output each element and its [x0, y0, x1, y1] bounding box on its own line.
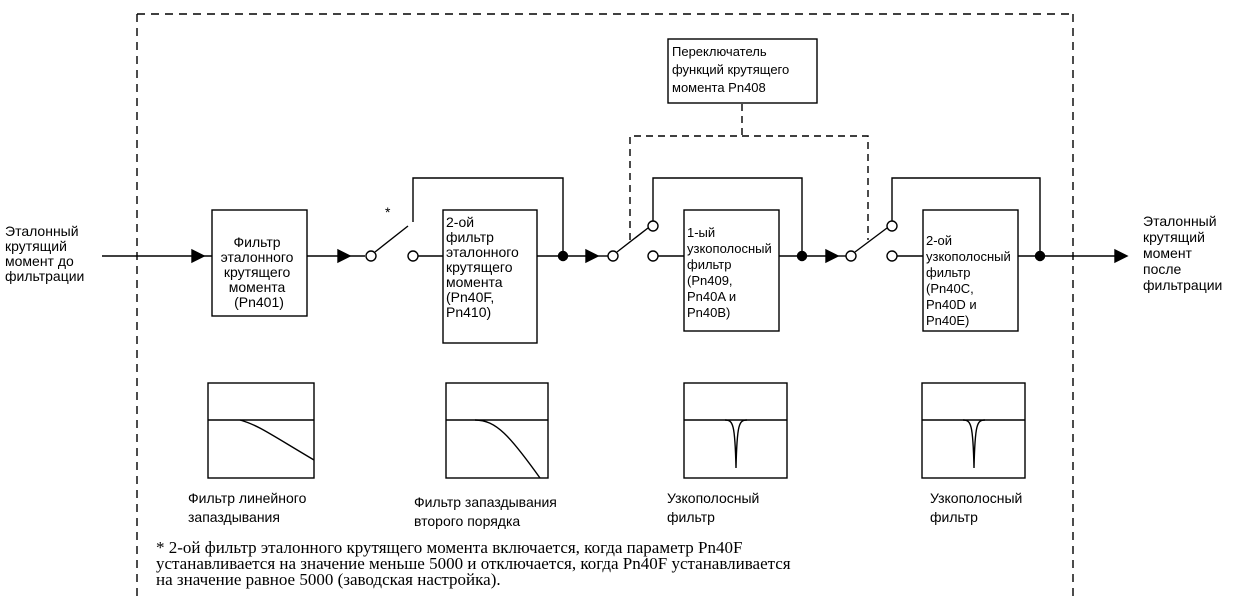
- caption-notch1: Узкополосный фильтр: [667, 490, 763, 525]
- torque-switch-function-box: [667, 38, 818, 104]
- first-order-filter-block: [211, 209, 308, 317]
- second-torque-filter-block: [442, 209, 538, 344]
- output-label: Эталонный крутящий момент после фильтрац…: [1143, 213, 1222, 293]
- response-graph-notch2: [921, 382, 1026, 479]
- footnote: * 2-ой фильтр эталонного крутящего момен…: [156, 538, 795, 589]
- notch-filter-2-label: 2-ой узкополосный фильтр (Pn40C, Pn40D и…: [926, 233, 1014, 328]
- first-order-filter-label: Фильтр эталонного крутящего момента (Pn4…: [221, 234, 298, 310]
- caption-notch2: Узкополосный фильтр: [930, 490, 1026, 525]
- control-dashed-lines: [629, 104, 869, 240]
- response-graph-notch1: [683, 382, 788, 479]
- caption-lag2: Фильтр запаздывания второго порядка: [414, 494, 561, 529]
- bypass-switch-1: [365, 177, 587, 262]
- notch-filter-1-block: [683, 209, 780, 332]
- asterisk-mark: *: [385, 204, 391, 220]
- caption-lag1: Фильтр линейного запаздывания: [188, 490, 310, 525]
- response-graph-lag1: [207, 382, 315, 479]
- notch-filter-1-label: 1-ый узкополосный фильтр (Pn409, Pn40A и…: [687, 225, 775, 320]
- response-graph-lag2: [445, 382, 549, 479]
- bypass-switch-3: [825, 177, 1129, 264]
- dashed-enclosure: [136, 13, 1074, 598]
- torque-switch-function-label: Переключатель функций крутящего момента …: [672, 44, 793, 95]
- notch-filter-2-block: [922, 209, 1019, 332]
- bypass-switch-2: [585, 177, 826, 264]
- signal-path: [102, 248, 365, 264]
- second-torque-filter-label: 2-ой фильтр эталонного крутящего момента…: [446, 214, 523, 320]
- input-label: Эталонный крутящий момент до фильтрации: [5, 223, 84, 284]
